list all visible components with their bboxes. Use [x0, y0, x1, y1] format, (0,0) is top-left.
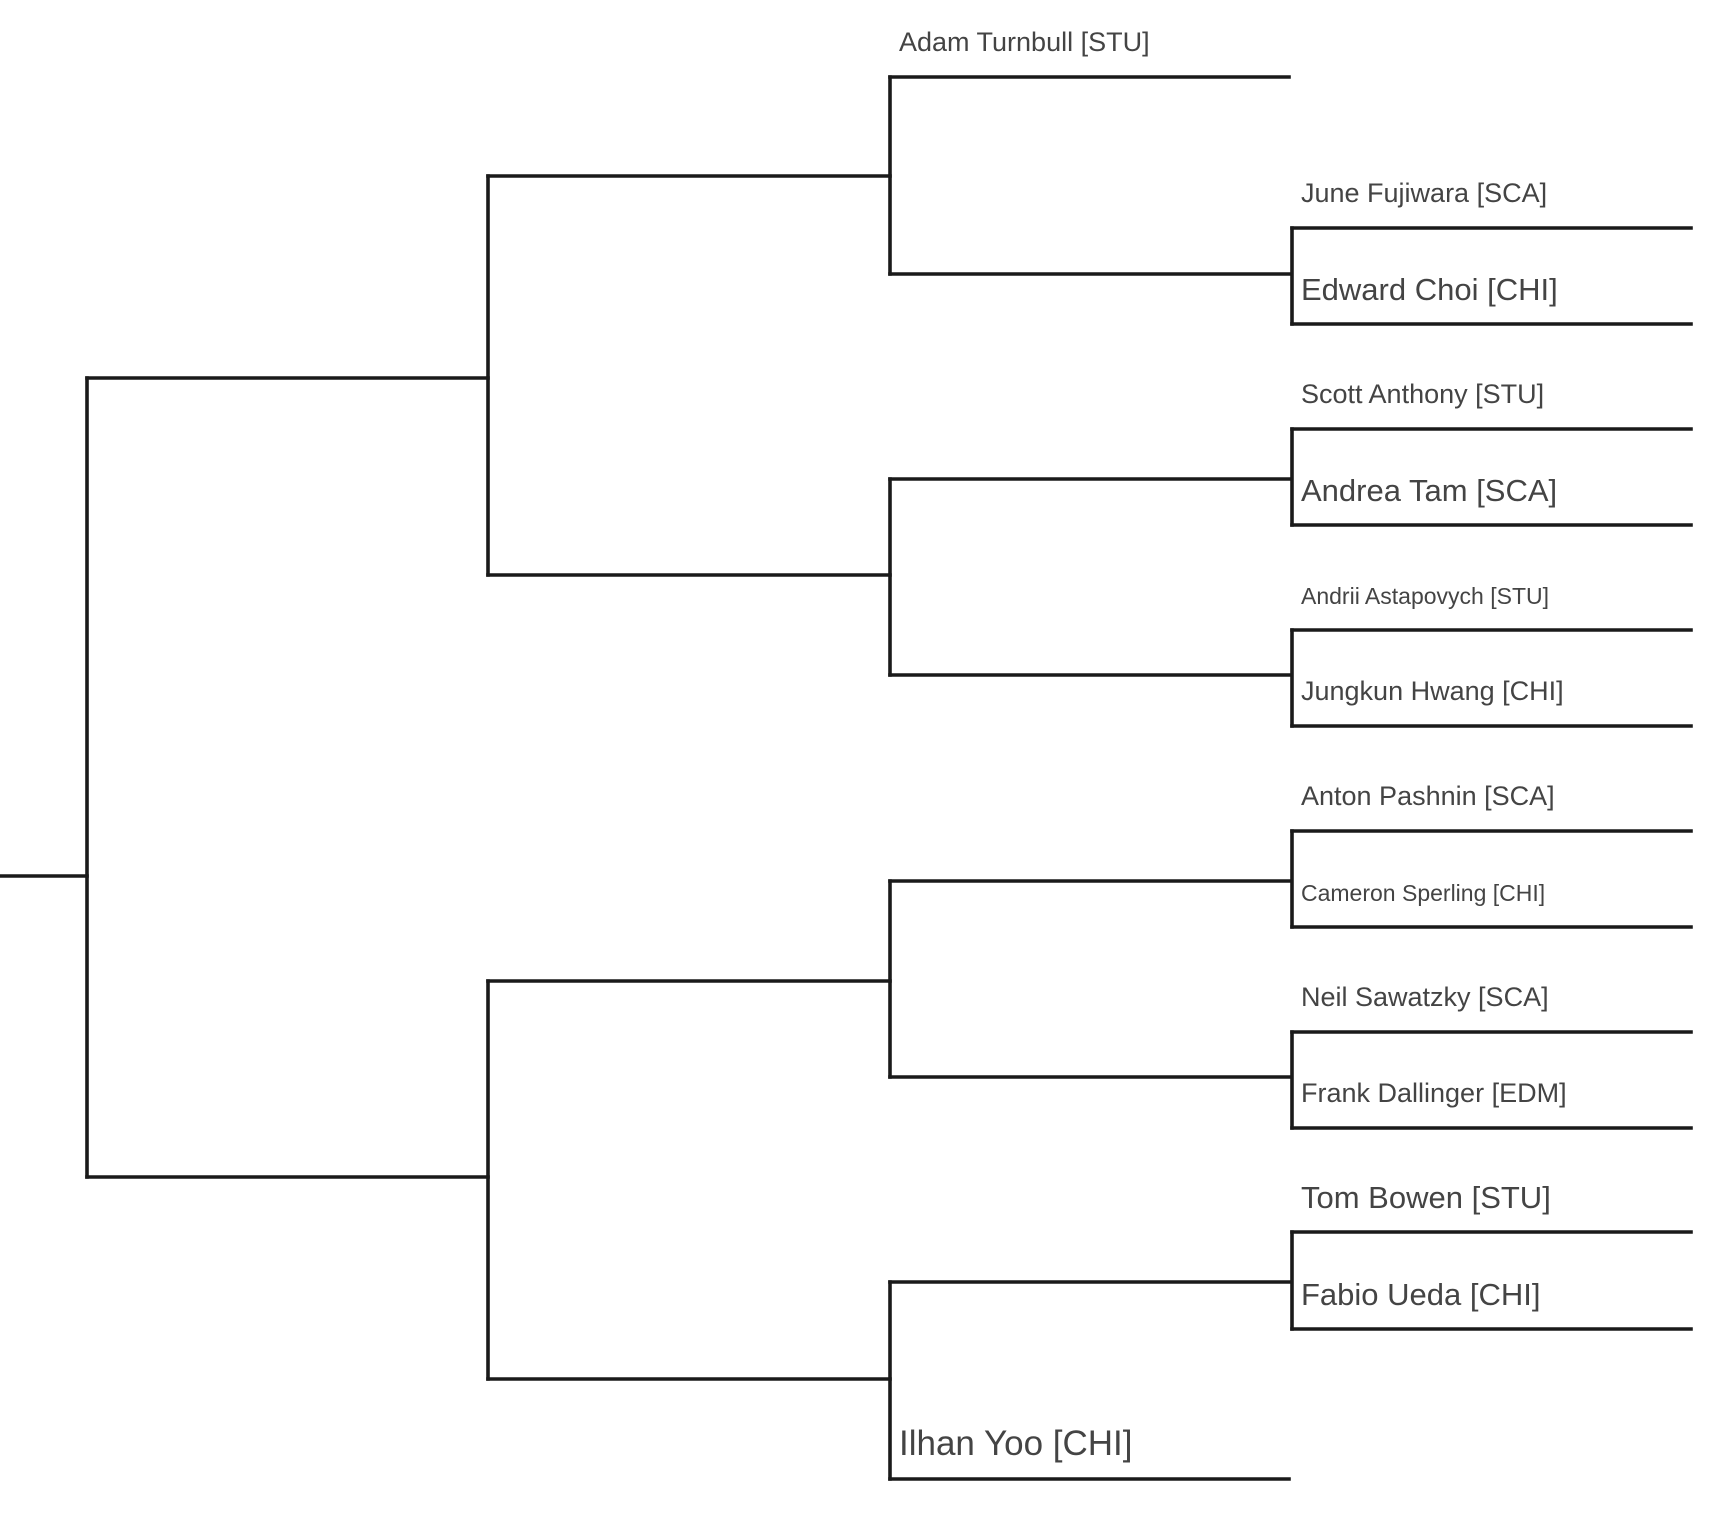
player-label-match6-top: Tom Bowen [STU] [1301, 1180, 1551, 1215]
bracket-quarterfinal-4 [888, 1280, 1291, 1481]
player-label-round3-top: Adam Turnbull [STU] [899, 27, 1150, 57]
bracket-quarterfinal-3 [888, 879, 1291, 1079]
player-label-match2-bottom: Andrea Tam [SCA] [1301, 473, 1557, 508]
bracket-match-5 [1290, 1030, 1693, 1130]
player-label-match3-bottom: Jungkun Hwang [CHI] [1301, 676, 1564, 706]
bracket-quarterfinal-1 [888, 75, 1291, 276]
player-label-match6-bottom: Fabio Ueda [CHI] [1301, 1277, 1541, 1312]
player-label-match4-bottom: Cameron Sperling [CHI] [1301, 880, 1545, 906]
player-label-match1-top: June Fujiwara [SCA] [1301, 178, 1547, 208]
bracket-match-4 [1290, 829, 1693, 929]
player-label-match3-top: Andrii Astapovych [STU] [1301, 583, 1549, 609]
bracket-match-1 [1290, 226, 1693, 326]
player-label-match2-top: Scott Anthony [STU] [1301, 379, 1544, 409]
player-label-match1-bottom: Edward Choi [CHI] [1301, 272, 1558, 307]
bracket-match-2 [1290, 427, 1693, 527]
bracket-final [0, 376, 490, 1179]
bracket-semifinal-bottom [486, 979, 892, 1381]
bracket-match-6 [1290, 1230, 1693, 1331]
player-label-match5-bottom: Frank Dallinger [EDM] [1301, 1078, 1567, 1108]
bracket-quarterfinal-2 [888, 477, 1291, 677]
player-label-match5-top: Neil Sawatzky [SCA] [1301, 982, 1549, 1012]
player-label-match4-top: Anton Pashnin [SCA] [1301, 781, 1555, 811]
player-label-round3-bottom: Ilhan Yoo [CHI] [899, 1424, 1133, 1463]
bracket-semifinal-top [486, 174, 892, 577]
bracket-match-3 [1290, 628, 1693, 728]
